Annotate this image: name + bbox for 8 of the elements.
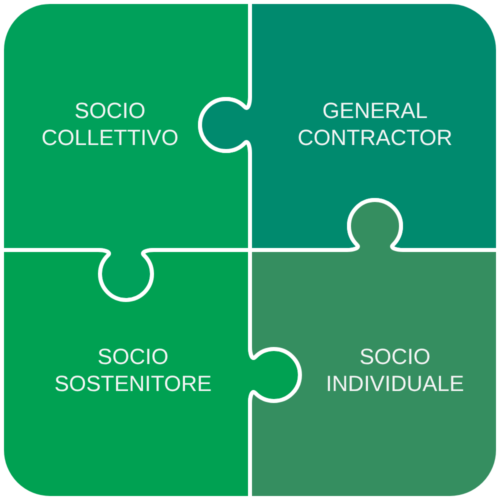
puzzle-piece [200,2,498,250]
piece-label: SOCIO SOSTENITORE [54,343,212,397]
puzzle-piece [2,2,250,300]
piece-label: SOCIO COLLETTIVO [42,97,178,151]
piece-label: SOCIO INDIVIDUALE [326,343,464,397]
piece-label: GENERAL CONTRACTOR [298,97,452,151]
puzzle-piece [250,200,498,498]
puzzle-piece [2,250,300,498]
